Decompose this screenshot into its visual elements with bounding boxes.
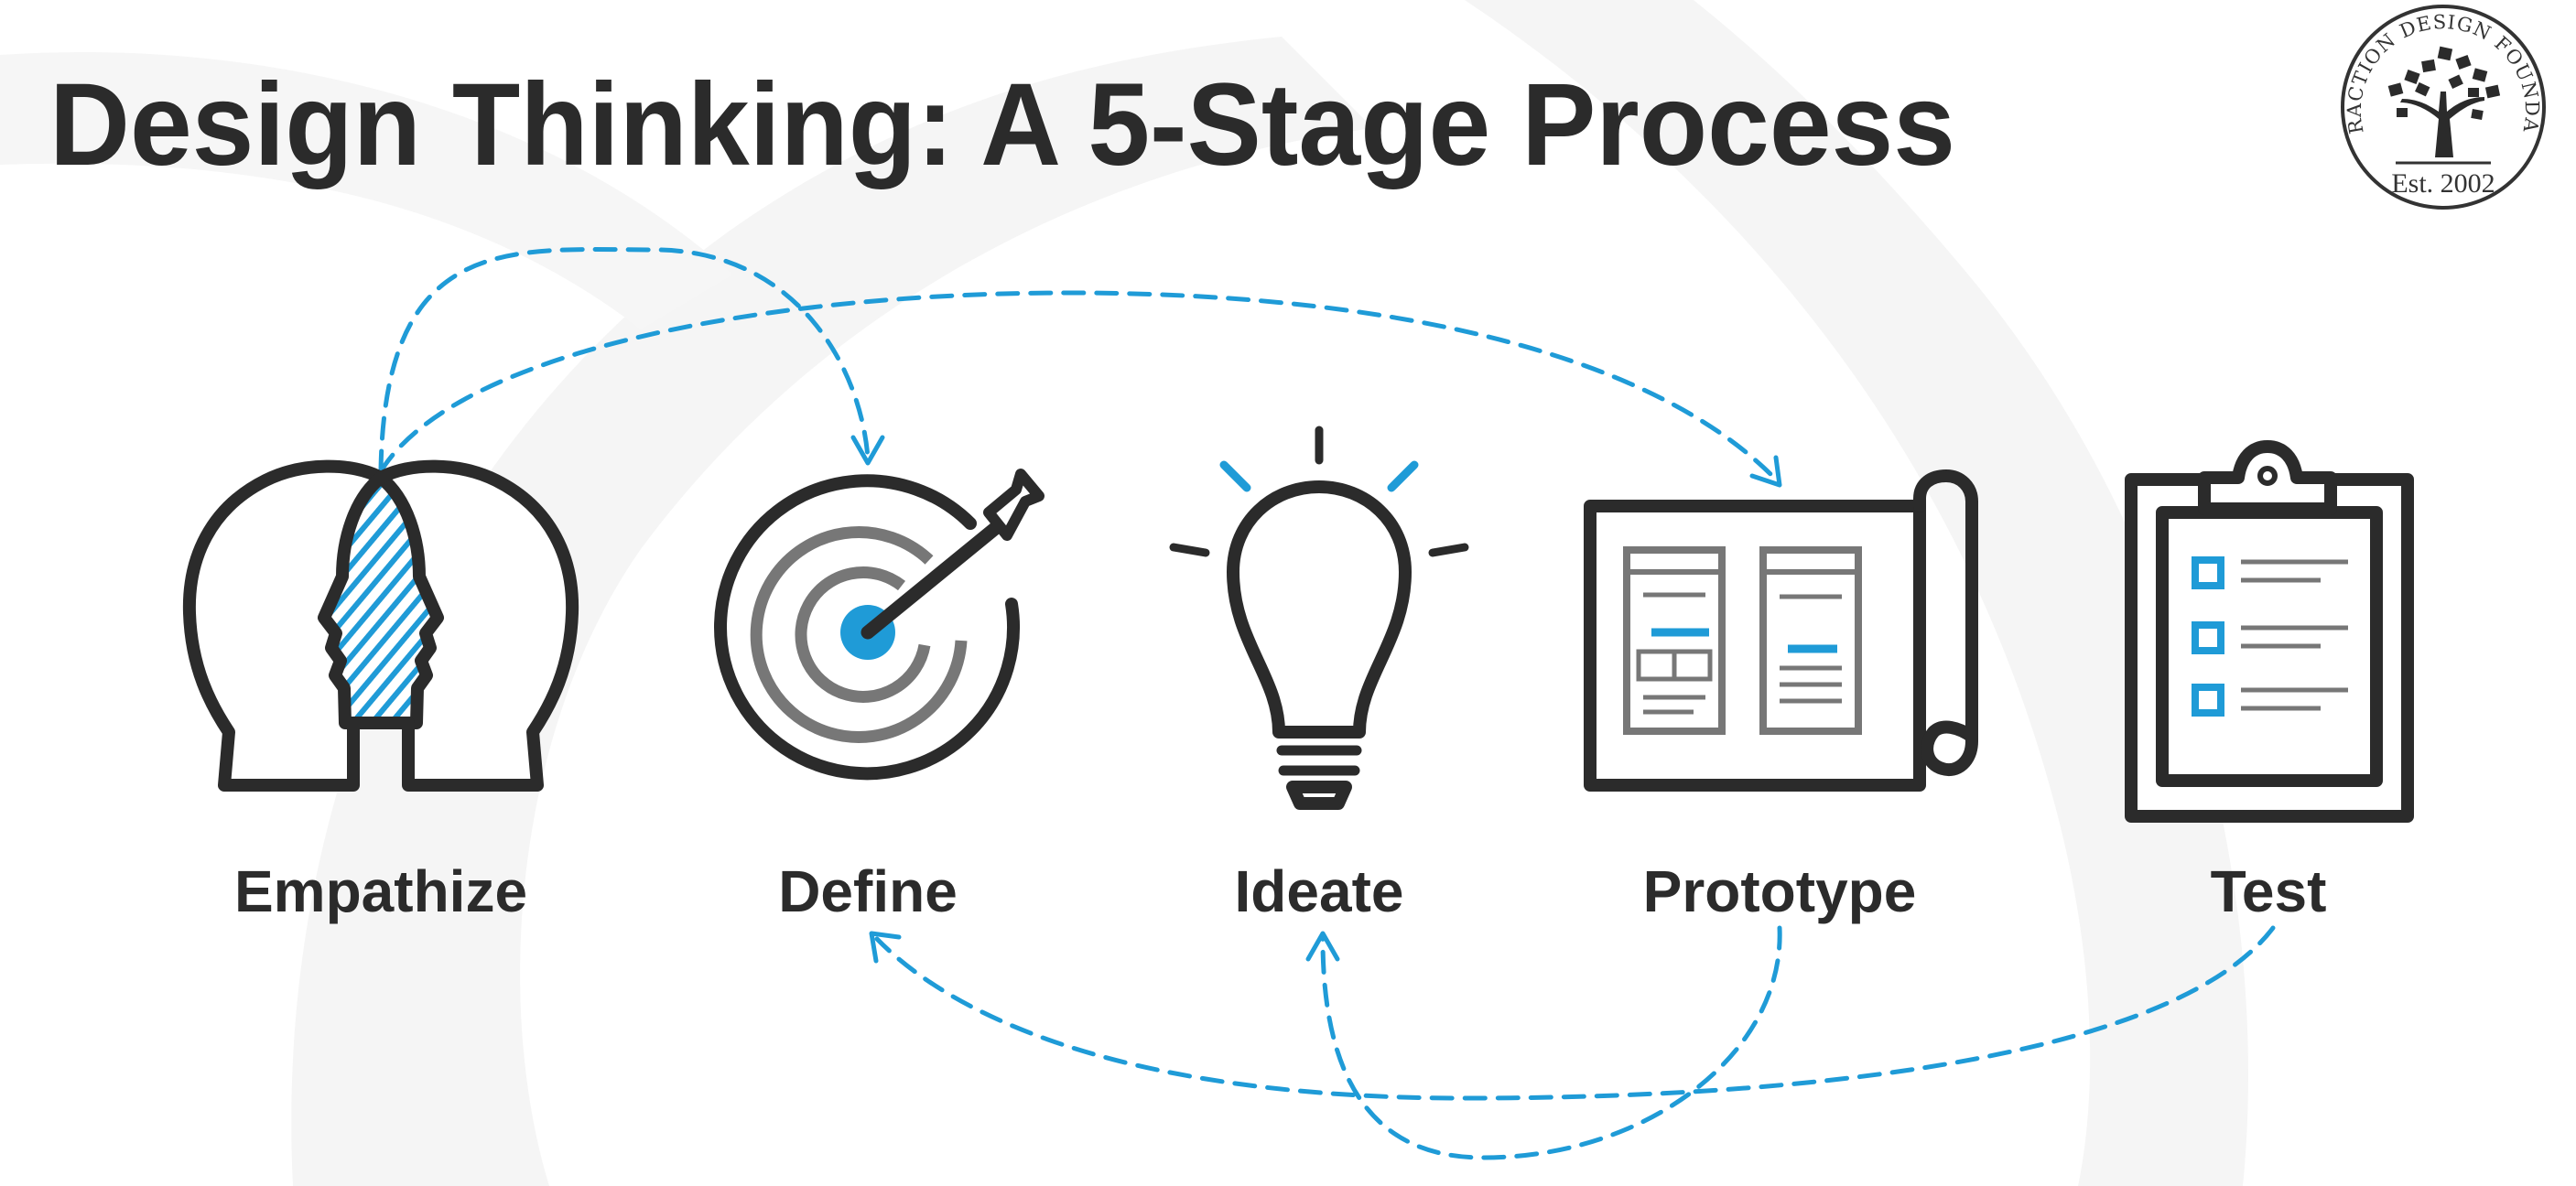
- target-arrow-icon: [714, 469, 1044, 781]
- arrow-test-to-define: [874, 925, 2276, 1101]
- blueprint-icon: [1584, 469, 1978, 792]
- tree-icon: [2387, 46, 2501, 157]
- arrowhead-ideate-bottom: [1305, 931, 1340, 962]
- arrow-empathize-to-define: [378, 247, 871, 474]
- two-heads-icon: [182, 459, 579, 792]
- stage-label-define: Define: [778, 858, 958, 924]
- arrow-prototype-to-ideate: [1320, 925, 1782, 1160]
- arrowhead-define-bottom: [869, 931, 902, 964]
- stage-label-prototype: Prototype: [1643, 858, 1917, 924]
- lightbulb-icon: [1169, 426, 1469, 810]
- stage-label-test: Test: [2211, 858, 2327, 924]
- arrowhead-define-top: [850, 435, 885, 466]
- stage-label-ideate: Ideate: [1235, 858, 1404, 924]
- page-title: Design Thinking: A 5-Stage Process: [49, 59, 1955, 190]
- clipboard-checklist-icon: [2125, 440, 2414, 823]
- arrowhead-prototype-top: [1749, 455, 1782, 488]
- stage-label-empathize: Empathize: [234, 858, 527, 924]
- flow-arrows: [378, 247, 2276, 1160]
- arrow-empathize-to-prototype: [378, 290, 1779, 482]
- logo-established: Est. 2002: [2391, 168, 2495, 199]
